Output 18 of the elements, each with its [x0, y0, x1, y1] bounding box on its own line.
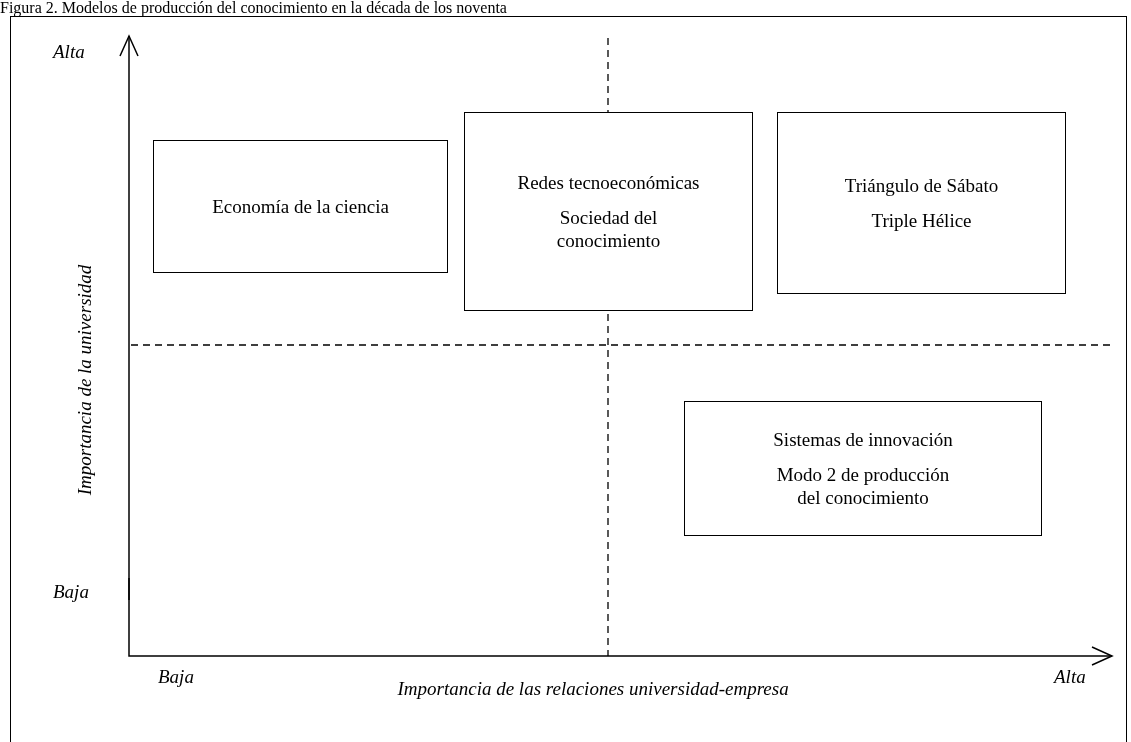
model-name: Economía de la ciencia	[212, 195, 389, 218]
axis-title: Importancia de la universidad	[73, 264, 96, 496]
model-box	[153, 140, 448, 273]
axis-end-label: Alta	[53, 41, 85, 63]
model-name: Sociedad del conocimiento	[555, 206, 662, 252]
axis-end-label: Baja	[53, 581, 89, 603]
model-box	[464, 112, 753, 311]
axis-title: Importancia de las relaciones universidad-empresa	[397, 678, 789, 700]
model-name: Sistemas de innovación	[773, 428, 953, 451]
model-box	[684, 401, 1042, 536]
model-name: Modo 2 de producción del conocimiento	[775, 463, 951, 509]
model-name: Triángulo de Sábato	[844, 174, 999, 197]
figure-title: Figura 2. Modelos de producción del conocimiento en la década de los noventa	[0, 0, 507, 16]
axis-end-label: Alta	[1054, 666, 1086, 688]
model-box	[777, 112, 1066, 294]
model-name: Redes tecnoeconómicas	[517, 171, 700, 194]
model-name: Triple Hélice	[871, 209, 972, 232]
axis-end-label: Baja	[158, 666, 194, 688]
